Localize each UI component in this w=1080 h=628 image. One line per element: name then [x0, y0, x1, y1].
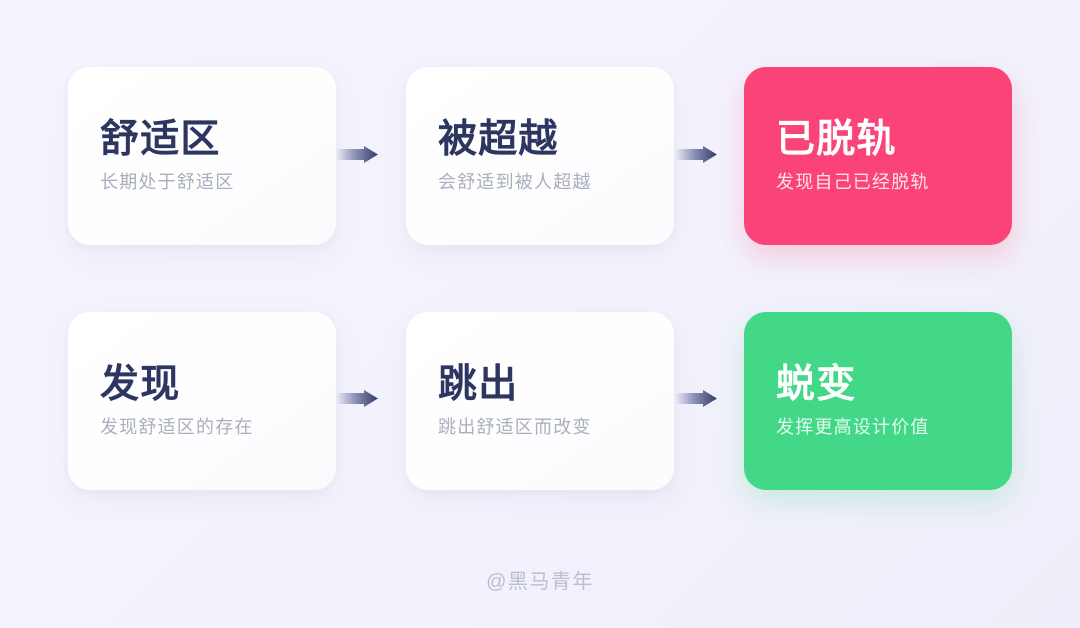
- card-subtitle: 跳出舒适区而改变: [438, 416, 592, 437]
- arrow-right-icon: [676, 146, 717, 163]
- card-title: 被超越: [438, 117, 559, 161]
- card-transform[interactable]: 蜕变 发挥更高设计价值: [744, 312, 1012, 490]
- card-derailed[interactable]: 已脱轨 发现自己已经脱轨: [744, 67, 1012, 245]
- card-surpassed[interactable]: 被超越 会舒适到被人超越: [406, 67, 674, 245]
- card-subtitle: 长期处于舒适区: [100, 171, 235, 192]
- card-discover[interactable]: 发现 发现舒适区的存在: [68, 312, 336, 490]
- card-title: 蜕变: [776, 362, 857, 406]
- card-subtitle: 会舒适到被人超越: [438, 171, 592, 192]
- card-title: 已脱轨: [776, 117, 897, 161]
- card-title: 发现: [100, 362, 181, 406]
- card-subtitle: 发现自己已经脱轨: [776, 171, 930, 192]
- card-subtitle: 发现舒适区的存在: [100, 416, 254, 437]
- watermark: @黑马青年: [486, 571, 594, 593]
- card-jump-out[interactable]: 跳出 跳出舒适区而改变: [406, 312, 674, 490]
- arrow-right-icon: [676, 390, 717, 407]
- arrow-right-icon: [337, 146, 378, 163]
- card-title: 舒适区: [100, 117, 221, 161]
- card-comfort-zone[interactable]: 舒适区 长期处于舒适区: [68, 67, 336, 245]
- arrow-right-icon: [337, 390, 378, 407]
- card-title: 跳出: [438, 362, 519, 406]
- card-subtitle: 发挥更高设计价值: [776, 416, 930, 437]
